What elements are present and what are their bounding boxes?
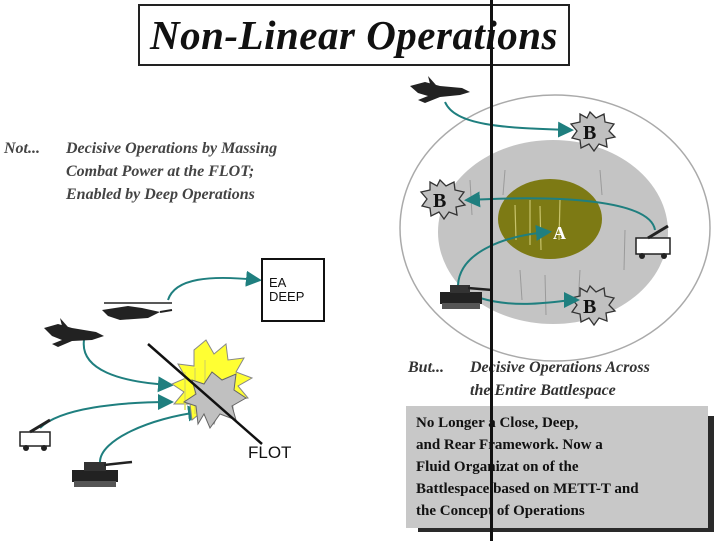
arrow-tank-to-flot [99, 405, 204, 463]
helicopter-icon [102, 302, 173, 320]
vertical-divider-line [490, 0, 493, 541]
arrow-tank-to-a [457, 224, 552, 286]
arrow-heli-to-ea [167, 270, 262, 301]
a-label: A [553, 223, 566, 243]
info-line-5: the Concept of Operations [416, 503, 585, 519]
not-label: Not... [4, 140, 40, 157]
info-line-3: Fluid Organizat on of the [416, 459, 579, 475]
but-label: But... [408, 359, 445, 376]
b-bottom-label: B [583, 296, 596, 318]
tank-icon [440, 285, 493, 309]
arrow-art-to-b [464, 191, 656, 231]
info-box: No Longer a Close, Deep, and Rear Framew… [406, 406, 708, 528]
info-line-2: and Rear Framework. Now a [416, 437, 603, 453]
b-burst-left [419, 178, 467, 221]
artillery-icon [635, 224, 671, 259]
page-title: Non-Linear Operations [149, 12, 558, 58]
info-line-4: Battlespace based on METT-T and [416, 481, 639, 497]
b-burst-top [569, 110, 617, 153]
b-top-label: B [583, 122, 596, 144]
artillery-icon [19, 418, 51, 451]
ea-deep-box: EA DEEP [261, 258, 325, 322]
flot-line [147, 343, 263, 445]
title-box: Non-Linear Operations [138, 4, 570, 66]
olive-core [498, 179, 602, 259]
jet-icon [410, 76, 470, 103]
not-line-1: Decisive Operations by Massing [66, 140, 278, 157]
not-line-2: Combat Power at the FLOT; [66, 163, 255, 180]
flot-shadow-burst [182, 371, 247, 430]
b-left-label: B [433, 190, 446, 212]
ea-label: EA [269, 275, 287, 290]
not-line-3: Enabled by Deep Operations [66, 186, 255, 203]
but-line-1: Decisive Operations Across [470, 359, 650, 376]
deep-label: DEEP [269, 289, 305, 304]
info-line-1: No Longer a Close, Deep, [416, 415, 579, 431]
not-statement: Not... Decisive Operations by Massing Com… [4, 137, 344, 206]
but-line-2: the Entire Battlespace [470, 382, 616, 399]
arrow-jet-to-flot [82, 339, 174, 393]
flot-label: FLOT [248, 443, 292, 462]
outer-battlespace-ring [399, 94, 711, 362]
arrow-jet-to-b [444, 101, 574, 138]
jet-icon [44, 318, 104, 347]
but-statement: But... Decisive Operations Across the Ent… [408, 356, 720, 402]
tank-icon [72, 460, 133, 487]
